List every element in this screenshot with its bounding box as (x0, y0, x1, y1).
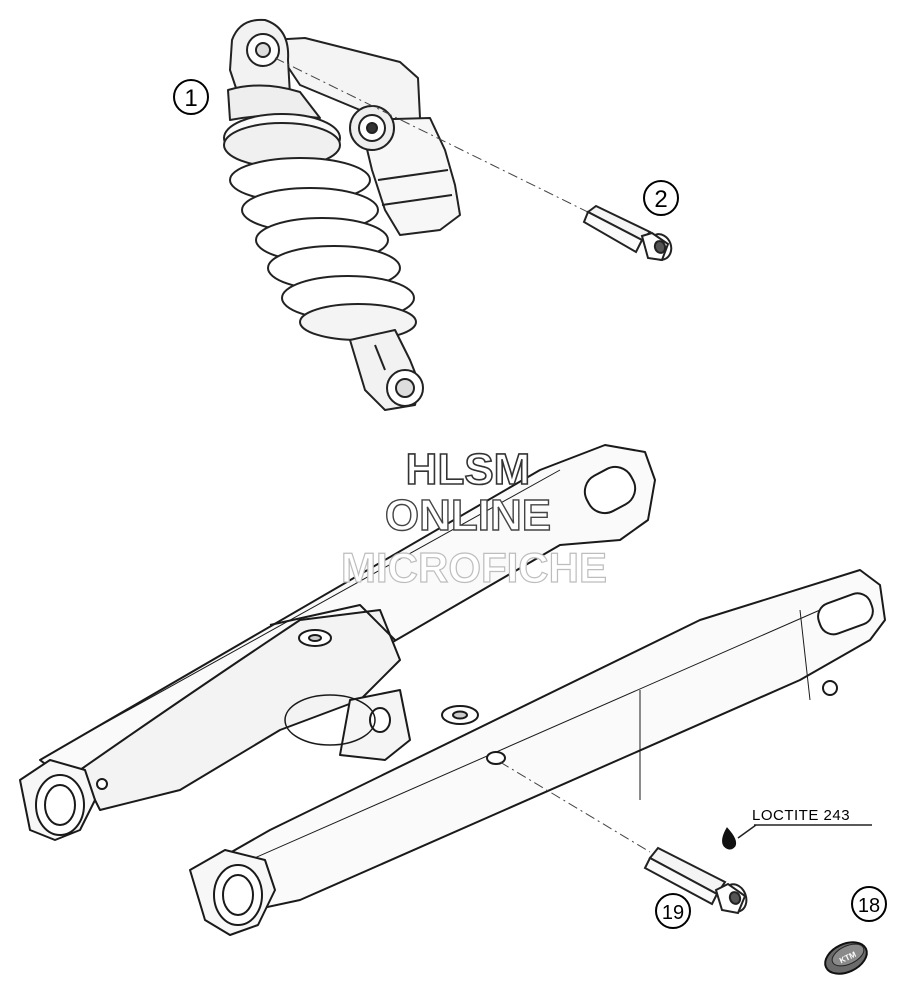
callout-1[interactable]: 1 (173, 79, 209, 115)
svg-text:2: 2 (654, 186, 667, 213)
loctite-droplet-icon (722, 827, 737, 850)
callout-2[interactable]: 2 (643, 180, 679, 216)
svg-text:18: 18 (858, 895, 880, 917)
svg-text:1: 1 (184, 85, 197, 112)
callout-18[interactable]: 18 (851, 886, 887, 922)
shock-bolt[interactable] (582, 204, 675, 263)
shock-bolt-leader (274, 57, 601, 219)
svg-text:MICROFICHE: MICROFICHE (341, 544, 607, 591)
loctite-note: LOCTITE 243 (752, 807, 850, 824)
cap[interactable]: KTM (820, 936, 872, 980)
swingarm-bolt[interactable] (643, 846, 750, 915)
svg-text:19: 19 (662, 902, 684, 924)
swingarm-bolt-leader (499, 761, 651, 853)
svg-text:HLSM: HLSM (406, 445, 531, 494)
callout-19[interactable]: 19 (655, 893, 691, 929)
watermark: HLSM ONLINE MICROFICHE (340, 444, 607, 591)
shock-absorber[interactable] (223, 18, 461, 411)
loctite-leader (737, 824, 757, 839)
svg-text:ONLINE: ONLINE (385, 491, 551, 540)
swingarm[interactable] (19, 444, 886, 936)
